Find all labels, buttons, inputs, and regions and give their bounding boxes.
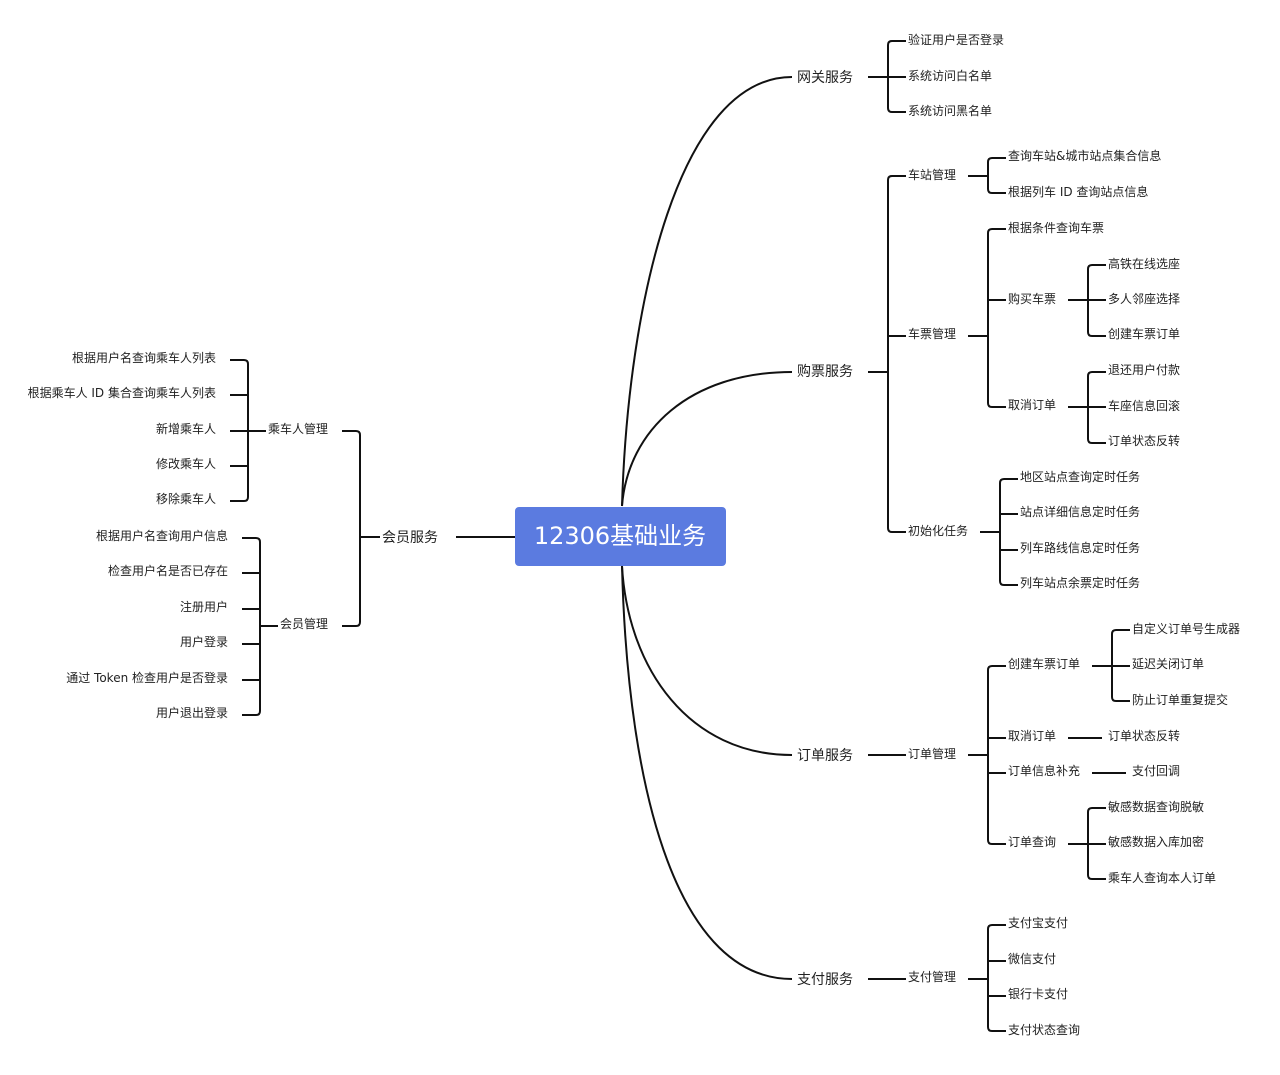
branch-member: 会员服务 乘车人管理 根据用户名查询乘车人列表 根据乘车人 ID 集合查询乘车人… xyxy=(28,350,438,720)
init-tasks-label[interactable]: 初始化任务 xyxy=(908,523,968,538)
root-node-label: 12306基础业务 xyxy=(534,522,706,550)
station-mgmt-label[interactable]: 车站管理 xyxy=(908,167,956,182)
member-item-1[interactable]: 根据用户名查询用户信息 xyxy=(96,528,228,543)
order-supplement-label[interactable]: 订单信息补充 xyxy=(1008,763,1080,778)
buy-ticket-item-3[interactable]: 创建车票订单 xyxy=(1108,326,1180,341)
pay-item-1[interactable]: 支付宝支付 xyxy=(1008,916,1068,930)
member-service-label[interactable]: 会员服务 xyxy=(382,530,438,546)
station-mgmt-bracket xyxy=(987,157,1006,194)
ticket-query-item[interactable]: 根据条件查询车票 xyxy=(1008,220,1104,235)
create-order-label[interactable]: 创建车票订单 xyxy=(1008,656,1080,671)
order-query-item-3[interactable]: 乘车人查询本人订单 xyxy=(1108,870,1216,885)
pay-item-4[interactable]: 支付状态查询 xyxy=(1008,1023,1080,1037)
ticket-mgmt-label[interactable]: 车票管理 xyxy=(908,326,956,341)
order-query-label[interactable]: 订单查询 xyxy=(1008,835,1056,849)
gateway-item-3[interactable]: 系统访问黑名单 xyxy=(908,103,992,118)
member-item-6[interactable]: 用户退出登录 xyxy=(156,705,228,720)
order-cancel-item[interactable]: 订单状态反转 xyxy=(1108,728,1180,743)
gateway-item-1[interactable]: 验证用户是否登录 xyxy=(908,32,1004,47)
create-order-item-3[interactable]: 防止订单重复提交 xyxy=(1132,692,1228,707)
init-tasks-item-2[interactable]: 站点详细信息定时任务 xyxy=(1020,504,1140,519)
member-mgmt-label[interactable]: 会员管理 xyxy=(280,616,328,631)
ticket-bracket xyxy=(887,175,906,533)
branch-gateway: 网关服务 验证用户是否登录 系统访问白名单 系统访问黑名单 xyxy=(797,32,1004,118)
order-cancel-label[interactable]: 取消订单 xyxy=(1008,729,1056,743)
root-node[interactable]: 12306基础业务 xyxy=(515,507,726,566)
ticket-service-label[interactable]: 购票服务 xyxy=(797,364,853,380)
member-item-5[interactable]: 通过 Token 检查用户是否登录 xyxy=(66,670,228,685)
member-bracket xyxy=(342,430,361,627)
member-item-4[interactable]: 用户登录 xyxy=(180,634,228,649)
root-edges xyxy=(456,76,793,980)
create-order-item-1[interactable]: 自定义订单号生成器 xyxy=(1132,621,1240,636)
passenger-item-5[interactable]: 移除乘车人 xyxy=(156,491,216,506)
order-supplement-item[interactable]: 支付回调 xyxy=(1132,764,1180,778)
pay-item-2[interactable]: 微信支付 xyxy=(1008,952,1056,966)
branch-payment: 支付服务 支付管理 支付宝支付 微信支付 银行卡支付 支付状态查询 xyxy=(797,916,1080,1037)
ticket-mgmt-bracket xyxy=(987,228,1006,408)
payment-service-label[interactable]: 支付服务 xyxy=(797,972,853,988)
station-mgmt-item-1[interactable]: 查询车站&城市站点集合信息 xyxy=(1008,148,1161,163)
edge-gateway xyxy=(621,76,793,507)
pay-mgmt-bracket xyxy=(987,924,1006,1032)
init-tasks-item-3[interactable]: 列车路线信息定时任务 xyxy=(1020,540,1140,555)
branch-ticket: 购票服务 车站管理 查询车站&城市站点集合信息 根据列车 ID 查询站点信息 车… xyxy=(797,148,1180,590)
passenger-item-1[interactable]: 根据用户名查询乘车人列表 xyxy=(72,350,216,365)
buy-ticket-item-2[interactable]: 多人邻座选择 xyxy=(1108,291,1180,306)
passenger-mgmt-label[interactable]: 乘车人管理 xyxy=(268,421,328,436)
gateway-service-label[interactable]: 网关服务 xyxy=(797,70,853,86)
cancel-order-item-3[interactable]: 订单状态反转 xyxy=(1108,433,1180,448)
buy-ticket-label[interactable]: 购买车票 xyxy=(1008,291,1056,306)
passenger-item-2[interactable]: 根据乘车人 ID 集合查询乘车人列表 xyxy=(28,385,216,400)
init-tasks-item-4[interactable]: 列车站点余票定时任务 xyxy=(1020,575,1140,590)
create-order-item-2[interactable]: 延迟关闭订单 xyxy=(1132,657,1204,671)
order-query-item-1[interactable]: 敏感数据查询脱敏 xyxy=(1108,799,1204,814)
order-mgmt-bracket xyxy=(987,665,1006,845)
passenger-item-3[interactable]: 新增乘车人 xyxy=(156,421,216,436)
member-item-3[interactable]: 注册用户 xyxy=(180,599,228,614)
passenger-item-4[interactable]: 修改乘车人 xyxy=(156,456,216,471)
member-mgmt-bracket xyxy=(242,537,261,716)
pay-item-3[interactable]: 银行卡支付 xyxy=(1008,987,1068,1001)
init-tasks-bracket xyxy=(999,478,1018,586)
root-node-box[interactable] xyxy=(515,507,726,566)
edge-order xyxy=(621,565,793,756)
order-mgmt-label[interactable]: 订单管理 xyxy=(908,746,956,761)
cancel-order-item-2[interactable]: 车座信息回滚 xyxy=(1108,398,1180,413)
member-item-2[interactable]: 检查用户名是否已存在 xyxy=(108,563,228,578)
branch-order: 订单服务 订单管理 创建车票订单 自定义订单号生成器 延迟关闭订单 防止订单重复… xyxy=(797,621,1240,885)
edge-payment xyxy=(621,565,793,980)
gateway-item-2[interactable]: 系统访问白名单 xyxy=(908,68,992,83)
pay-mgmt-label[interactable]: 支付管理 xyxy=(908,969,956,984)
buy-ticket-item-1[interactable]: 高铁在线选座 xyxy=(1108,256,1180,271)
edge-ticket xyxy=(621,371,793,507)
order-service-label[interactable]: 订单服务 xyxy=(797,748,853,764)
cancel-order-label[interactable]: 取消订单 xyxy=(1008,398,1056,412)
order-query-item-2[interactable]: 敏感数据入库加密 xyxy=(1108,834,1204,849)
station-mgmt-item-2[interactable]: 根据列车 ID 查询站点信息 xyxy=(1008,184,1148,199)
cancel-order-item-1[interactable]: 退还用户付款 xyxy=(1108,362,1180,377)
init-tasks-item-1[interactable]: 地区站点查询定时任务 xyxy=(1020,469,1140,484)
